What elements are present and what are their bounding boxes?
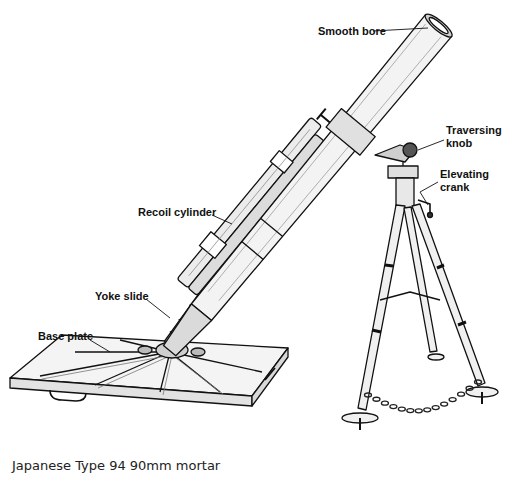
leader-lines bbox=[90, 28, 444, 352]
chain-link bbox=[390, 405, 397, 409]
chain-link bbox=[381, 401, 388, 405]
part-label: Traversing knob bbox=[446, 124, 512, 150]
chain bbox=[365, 380, 482, 413]
chain-link bbox=[415, 409, 422, 413]
chain-link bbox=[373, 397, 380, 401]
part-label: Recoil cylinder bbox=[138, 206, 216, 219]
caption: Japanese Type 94 90mm mortar bbox=[12, 458, 220, 473]
chain-link bbox=[449, 398, 456, 402]
tube-assembly bbox=[136, 0, 459, 365]
chain-link bbox=[407, 409, 414, 413]
part-label: Yoke slide bbox=[95, 290, 149, 303]
part-label: Elevating crank bbox=[440, 168, 506, 194]
part-label: Base plate bbox=[38, 330, 93, 343]
chain-link bbox=[458, 392, 465, 396]
base-plate bbox=[10, 335, 288, 406]
chain-link bbox=[424, 408, 431, 412]
traversing-mechanism bbox=[375, 143, 418, 178]
chain-link bbox=[441, 402, 448, 406]
chain-link bbox=[466, 386, 473, 390]
chain-link bbox=[398, 407, 405, 411]
chain-link bbox=[365, 393, 372, 397]
bipod-legs bbox=[342, 204, 498, 430]
chain-link bbox=[432, 406, 439, 410]
part-label: Smooth bore bbox=[318, 25, 386, 38]
chain-link bbox=[475, 380, 482, 384]
